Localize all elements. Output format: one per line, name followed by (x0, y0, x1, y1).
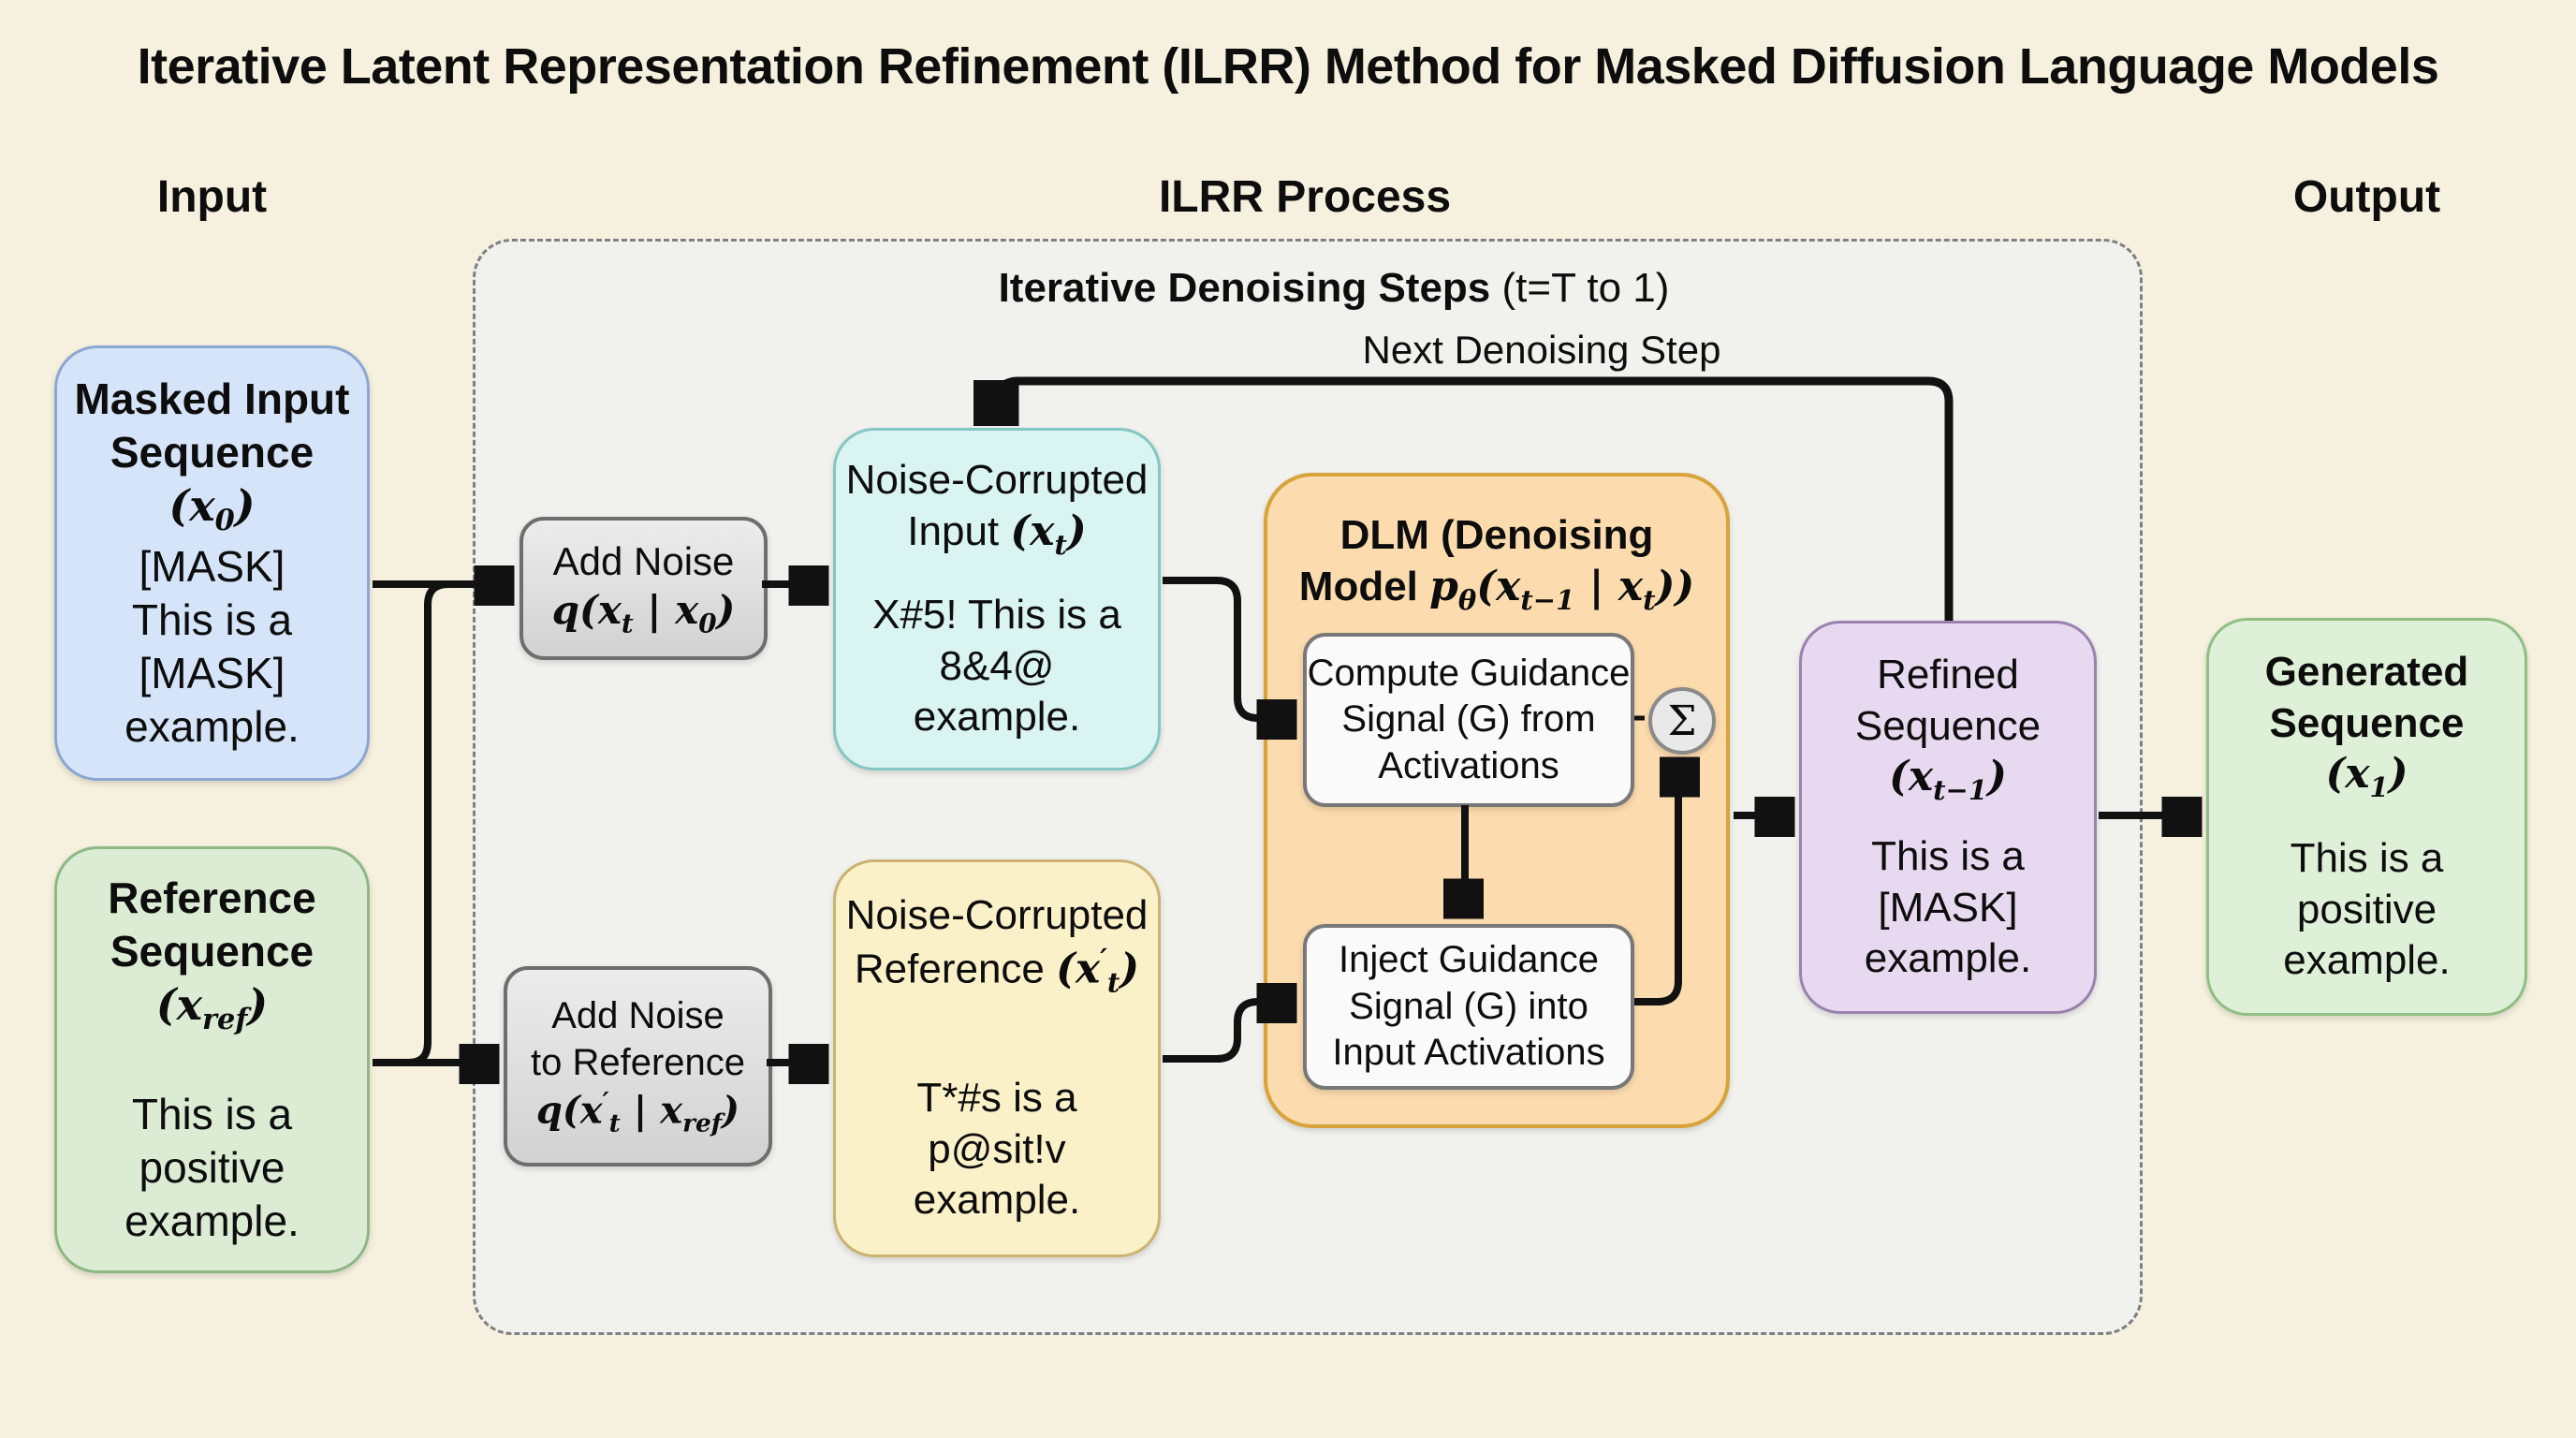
box-body: X#5! This is a 8&4@ example. (872, 592, 1121, 741)
next-denoising-step-label: Next Denoising Step (1362, 328, 1721, 372)
box-title: Noise-Corrupted Reference (x′t) (845, 892, 1149, 998)
box-body: This is a positive example. (124, 1089, 300, 1245)
page-title: Iterative Latent Representation Refineme… (137, 38, 2439, 95)
column-header-input: Input (156, 172, 268, 222)
generated-sequence-box: Generated Sequence (x1) This is a positi… (2206, 618, 2527, 1016)
add-noise-box: Add Noise q(xt | x0) (520, 517, 768, 660)
masked-input-sequence-box: Masked Input Sequence (x0) [MASK] This i… (54, 345, 370, 781)
dlm-denoising-model-box: DLM (Denoising Model pθ(xt−1 | xt)) Comp… (1264, 473, 1730, 1128)
column-header-output: Output (2292, 172, 2441, 222)
box-title: DLM (Denoising Model pθ(xt−1 | xt)) (1298, 512, 1695, 616)
box-title: Masked Input Sequence (x0) (74, 374, 350, 538)
box-body: This is a [MASK] example. (1864, 833, 2032, 982)
sum-node-icon: Σ (1648, 687, 1716, 755)
box-title: Generated Sequence (x1) (2264, 649, 2469, 803)
box-body: [MASK] This is a [MASK] example. (124, 541, 300, 751)
noise-corrupted-reference-box: Noise-Corrupted Reference (x′t) T*#s is … (833, 859, 1161, 1257)
compute-guidance-signal-box: Compute Guidance Signal (G) from Activat… (1303, 633, 1634, 807)
box-body: This is a positive example. (2283, 835, 2451, 984)
box-title: Noise-Corrupted Input (xt) (845, 457, 1149, 561)
connector-input-branch (408, 580, 449, 1066)
reference-sequence-box: Reference Sequence (xref) This is a posi… (54, 846, 370, 1273)
add-noise-to-reference-box: Add Noise to Reference q(x′t | xref) (504, 966, 772, 1167)
box-body: T*#s is a p@sit!v example. (913, 1075, 1081, 1224)
box-title: Reference Sequence (xref) (108, 873, 316, 1037)
column-header-ilrr-process: ILRR Process (1158, 172, 1452, 222)
refined-sequence-box: Refined Sequence (xt−1) This is a [MASK]… (1799, 621, 2097, 1014)
box-title: Refined Sequence (xt−1) (1854, 652, 2042, 806)
inject-guidance-signal-box: Inject Guidance Signal (G) into Input Ac… (1303, 924, 1634, 1090)
iterative-denoising-steps-label: Iterative Denoising Steps (t=T to 1) (998, 265, 1670, 311)
noise-corrupted-input-box: Noise-Corrupted Input (xt) X#5! This is … (833, 428, 1161, 770)
